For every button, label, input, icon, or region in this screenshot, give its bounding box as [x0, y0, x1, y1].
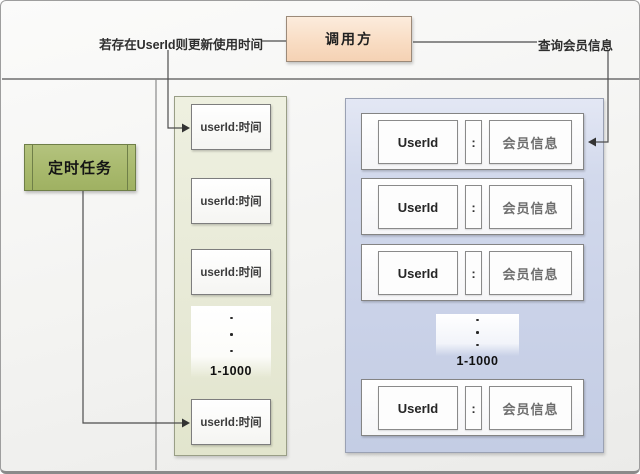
member-row-separator: : — [465, 185, 482, 229]
member-cache-row: UserId : 会员信息 — [361, 113, 584, 170]
time-cache-item: userId:时间 — [191, 178, 271, 224]
ellipsis-dot — [476, 343, 479, 346]
ellipsis-dot — [229, 333, 233, 336]
time-cache-item: userId:时间 — [191, 104, 271, 150]
member-row-key: UserId — [378, 120, 458, 164]
member-row-separator: : — [465, 386, 482, 430]
time-cache-range-label: 1-1000 — [210, 363, 252, 378]
ellipsis-dot — [229, 317, 233, 320]
member-row-key: UserId — [378, 251, 458, 295]
member-row-separator: : — [465, 251, 482, 295]
member-cache-row: UserId : 会员信息 — [361, 178, 584, 235]
time-cache-ellipsis: 1-1000 — [191, 306, 271, 378]
member-cache-container: UserId : 会员信息 UserId : 会员信息 UserId : 会员信… — [345, 98, 604, 453]
connector-task-arrow — [82, 191, 183, 424]
member-row-value: 会员信息 — [489, 386, 572, 430]
left-annotation: 若存在UserId则更新使用时间 — [99, 38, 263, 52]
member-cache-range-label: 1-1000 — [456, 354, 499, 368]
ellipsis-dot — [229, 349, 233, 352]
scheduled-task-label: 定时任务 — [47, 160, 112, 177]
time-cache-container: userId:时间 userId:时间 userId:时间 1-1000 use… — [174, 96, 287, 456]
member-row-separator: : — [465, 120, 482, 164]
scheduled-task-node: 定时任务 — [24, 144, 136, 191]
right-annotation: 查询会员信息 — [538, 39, 614, 53]
member-row-value: 会员信息 — [489, 120, 572, 164]
member-cache-row: UserId : 会员信息 — [361, 379, 584, 436]
ellipsis-dot — [476, 319, 479, 322]
ellipsis-dot — [476, 331, 479, 334]
member-cache-row: UserId : 会员信息 — [361, 244, 584, 301]
time-cache-item: userId:时间 — [191, 399, 271, 445]
member-row-value: 会员信息 — [489, 185, 572, 229]
member-cache-ellipsis — [436, 314, 519, 356]
member-row-value: 会员信息 — [489, 251, 572, 295]
member-row-key: UserId — [378, 386, 458, 430]
caller-node: 调用方 — [286, 16, 412, 62]
time-cache-item: userId:时间 — [191, 249, 271, 295]
member-row-key: UserId — [378, 185, 458, 229]
caller-label: 调用方 — [325, 31, 373, 47]
